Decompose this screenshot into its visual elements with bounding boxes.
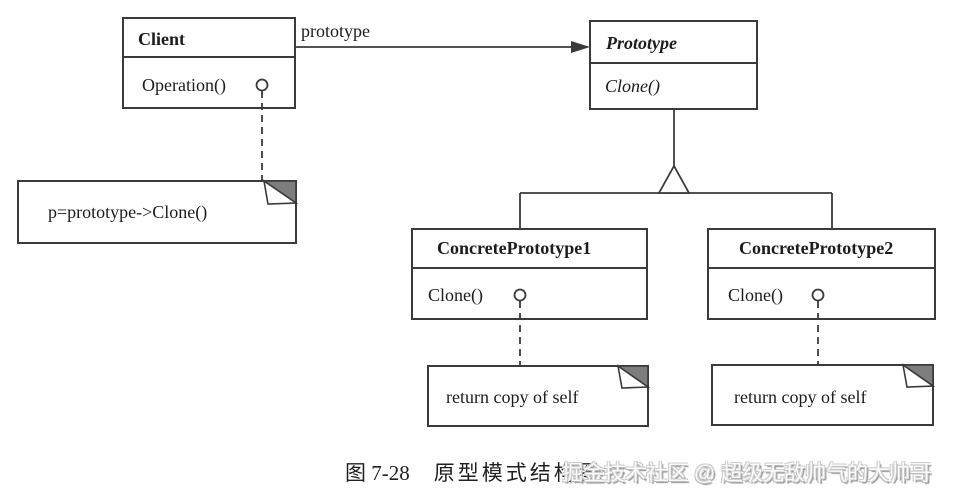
prototype-class-box xyxy=(589,20,758,110)
note-box-concrete2 xyxy=(711,364,934,426)
client-class-name: Client xyxy=(138,29,185,49)
concrete-prototype1-class-box xyxy=(411,228,648,320)
note-fold-flap-icon xyxy=(901,363,936,388)
concrete-prototype2-class-box xyxy=(707,228,936,320)
note-anchor-circle xyxy=(811,288,825,302)
note-text-client: p=prototype->Clone() xyxy=(48,202,208,222)
arrowhead-icon xyxy=(571,41,590,53)
note-fold-flap-icon xyxy=(616,364,651,389)
note-anchor-circle xyxy=(513,288,527,302)
concrete-prototype2-class-name: ConcretePrototype2 xyxy=(739,238,894,258)
note-fold-flap-icon xyxy=(262,179,299,205)
figure-caption-title: 原型模式结构图 xyxy=(433,461,602,485)
concrete-prototype2-method-clone: Clone() xyxy=(728,285,783,305)
prototype-method-clone: Clone() xyxy=(605,76,660,96)
concrete-prototype1-class-name: ConcretePrototype1 xyxy=(437,238,592,258)
association-label: prototype xyxy=(301,21,370,41)
client-method-operation: Operation() xyxy=(142,75,226,95)
prototype-class-name: Prototype xyxy=(606,33,677,53)
note-anchor-circle xyxy=(255,78,269,92)
concrete-prototype1-method-clone: Clone() xyxy=(428,285,483,305)
watermark: 掘金技术社区 @ 超级无敌帅气的大帅哥 xyxy=(562,462,931,485)
figure-caption: 图 7-28 原型模式结构图 xyxy=(345,457,602,487)
note-box-client xyxy=(17,180,297,244)
note-box-concrete1 xyxy=(427,365,649,427)
figure-caption-label: 图 7-28 xyxy=(345,461,410,485)
note-text-concrete2: return copy of self xyxy=(734,387,867,407)
generalization-triangle-icon xyxy=(657,164,691,194)
note-text-concrete1: return copy of self xyxy=(446,387,579,407)
client-class-box xyxy=(122,17,296,109)
